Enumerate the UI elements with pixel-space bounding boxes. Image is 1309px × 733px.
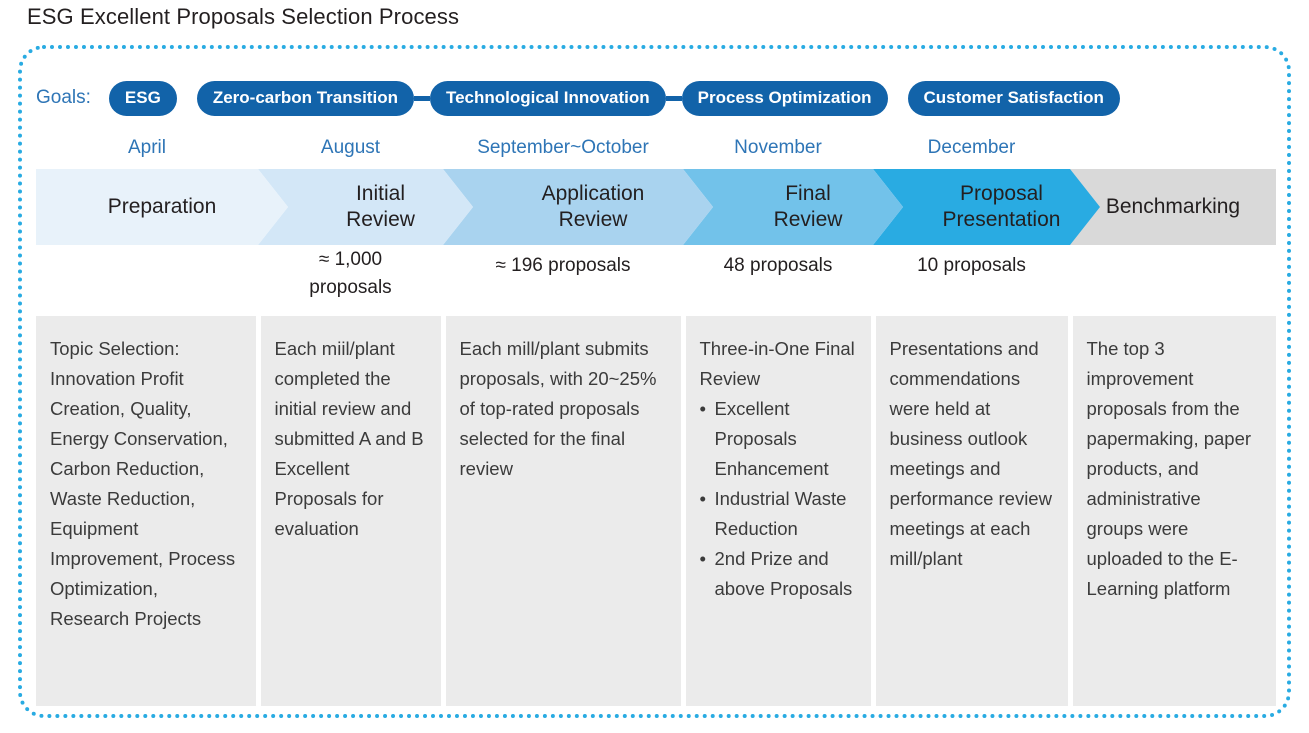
goal-pill-process-optimization[interactable]: Process Optimization (681, 80, 888, 116)
detail-columns-row: Topic Selection: Innovation Profit Creat… (36, 316, 1276, 706)
detail-column-benchmarking: The top 3 improvement proposals from the… (1072, 316, 1276, 706)
proposal-count-2: ≈ 1,000 proposals (309, 249, 392, 298)
goal-pill-technological-innovation[interactable]: Technological Innovation (429, 80, 666, 116)
stage-label-2: Initial Review (346, 182, 415, 231)
timeline-stages-row: Preparation Initial Review Application R… (36, 169, 1276, 245)
detail-column-final-review: Three-in-One Final Review Excellent Prop… (685, 316, 871, 706)
detail-column-preparation: Topic Selection: Innovation Profit Creat… (36, 316, 256, 706)
goal-connector-icon-1 (413, 95, 430, 101)
month-label-2: August (320, 137, 381, 158)
detail-column-proposal-presentation: Presentations and commendations were hel… (875, 316, 1068, 706)
goal-pill-esg[interactable]: ESG (108, 80, 177, 116)
detail-text-5: Presentations and commendations were hel… (889, 338, 1052, 569)
detail-column-initial-review: Each miil/plant completed the initial re… (260, 316, 441, 706)
detail-bullet-4-2: Industrial Waste Reduction (700, 484, 857, 544)
proposal-count-5: 10 proposals (917, 255, 1026, 276)
stage-label-4: Final Review (773, 182, 843, 231)
detail-bullet-4-1: Excellent Proposals Enhancement (700, 394, 857, 484)
proposal-count-3: ≈ 196 proposals (495, 255, 631, 276)
stage-preparation[interactable]: Preparation (36, 169, 288, 245)
month-label-3: September~October (477, 137, 649, 158)
goal-connector-icon-2 (665, 95, 682, 101)
detail-text-2: Each miil/plant completed the initial re… (274, 338, 424, 539)
dotted-border-frame (18, 45, 1291, 718)
detail-text-3: Each mill/plant submits proposals, with … (459, 338, 657, 479)
month-label-5: December (927, 137, 1016, 158)
stage-label-6: Benchmarking (1105, 195, 1241, 218)
stage-initial-review[interactable]: Initial Review (258, 169, 473, 245)
timeline-months-row: April August September~October November … (36, 134, 1276, 162)
month-label-1: April (127, 137, 166, 158)
stage-proposal-presentation[interactable]: Proposal Presentation (873, 169, 1100, 245)
goals-label: Goals: (36, 87, 91, 108)
stage-benchmarking[interactable]: Benchmarking (1070, 169, 1276, 245)
stage-application-review[interactable]: Application Review (443, 169, 713, 245)
month-label-4: November (734, 137, 822, 158)
detail-bullet-4-3: 2nd Prize and above Proposals (700, 544, 857, 604)
goals-row: Goals: ESG Zero-carbon Transition Techno… (36, 80, 1281, 116)
goal-pill-customer-satisfaction[interactable]: Customer Satisfaction (907, 80, 1120, 116)
detail-heading-4: Three-in-One Final Review (699, 338, 855, 389)
proposal-count-4: 48 proposals (723, 255, 833, 276)
proposal-counts-row: ≈ 1,000 proposals ≈ 196 proposals 48 pro… (36, 249, 1276, 308)
detail-text-1: Topic Selection: Innovation Profit Creat… (50, 338, 236, 629)
stage-label-1: Preparation (107, 195, 217, 218)
stage-label-3: Application Review (541, 182, 645, 231)
detail-bullet-list-4: Excellent Proposals Enhancement Industri… (700, 394, 857, 604)
page-title: ESG Excellent Proposals Selection Proces… (27, 4, 460, 29)
detail-column-application-review: Each mill/plant submits proposals, with … (445, 316, 681, 706)
detail-text-6: The top 3 improvement proposals from the… (1086, 338, 1252, 599)
stage-final-review[interactable]: Final Review (683, 169, 903, 245)
goal-pill-zero-carbon-transition[interactable]: Zero-carbon Transition (196, 80, 414, 116)
stage-label-5: Proposal Presentation (942, 182, 1061, 231)
